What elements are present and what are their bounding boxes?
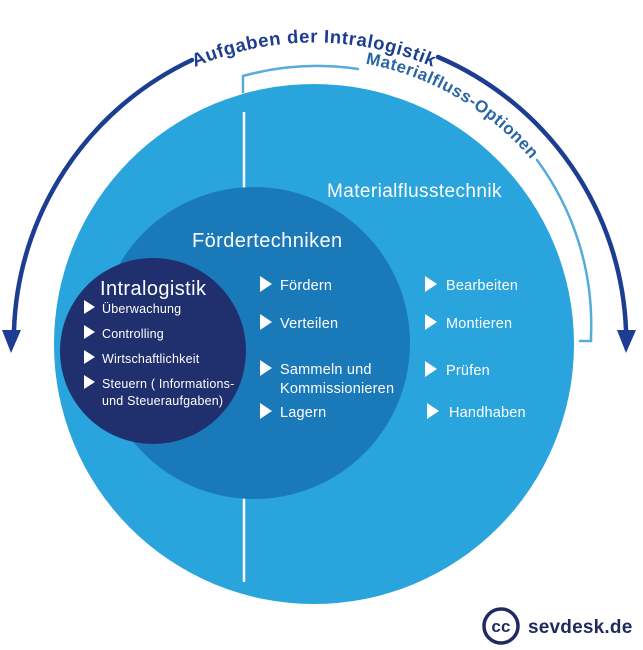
- middle-circle-items: Fördern Verteilen Sammeln und Kommission…: [260, 276, 394, 421]
- footer-branding: cc sevdesk.de: [482, 607, 632, 645]
- middle-circle-title: Fördertechniken: [192, 230, 343, 252]
- list-item: Bearbeiten: [446, 278, 518, 294]
- triangle-bullet-icon: [84, 325, 95, 339]
- list-item-line2: und Steueraufgaben): [102, 394, 223, 408]
- outer-arc-right: [435, 54, 629, 333]
- list-item: Controlling: [102, 327, 164, 341]
- triangle-bullet-icon: [425, 276, 437, 292]
- triangle-bullet-icon: [260, 360, 272, 376]
- intralogistik-circle: [60, 258, 246, 444]
- list-item: Fördern: [280, 278, 332, 294]
- outer-circle-items: Bearbeiten Montieren Prüfen Handhaben: [425, 276, 526, 421]
- triangle-bullet-icon: [425, 361, 437, 377]
- triangle-bullet-icon: [84, 350, 95, 364]
- triangle-bullet-icon: [260, 276, 272, 292]
- list-item: Sammeln und: [280, 362, 372, 378]
- triangle-bullet-icon: [84, 300, 95, 314]
- list-item: Steuern ( Informations-: [102, 377, 234, 391]
- triangle-bullet-icon: [260, 314, 272, 330]
- triangle-bullet-icon: [425, 314, 437, 330]
- list-item: Handhaben: [449, 405, 526, 421]
- list-item: Prüfen: [446, 363, 490, 379]
- list-item: Überwachung: [102, 302, 181, 316]
- outer-circle-title: Materialflusstechnik: [327, 181, 502, 202]
- inner-circle-title: Intralogistik: [100, 278, 207, 300]
- inner-arc-left: [241, 64, 360, 94]
- list-item: Verteilen: [280, 316, 338, 332]
- arrow-down-left-icon: [2, 330, 21, 353]
- triangle-bullet-icon: [427, 403, 439, 419]
- list-item-line2: Kommissionieren: [280, 381, 394, 397]
- cc-license-icon: [482, 607, 520, 645]
- inner-arc-right: [535, 158, 593, 343]
- brand-label: sevdesk.de: [528, 617, 632, 638]
- outer-arc-left: [11, 57, 195, 333]
- inner-circle-items: Überwachung Controlling Wirtschaftlichke…: [84, 300, 234, 408]
- triangle-bullet-icon: [260, 403, 272, 419]
- list-item: Lagern: [280, 405, 326, 421]
- triangle-bullet-icon: [84, 375, 95, 389]
- arrow-down-right-icon: [617, 330, 636, 353]
- list-item: Wirtschaftlichkeit: [102, 352, 200, 366]
- cc-license-label: cc: [491, 617, 510, 636]
- list-item: Montieren: [446, 316, 512, 332]
